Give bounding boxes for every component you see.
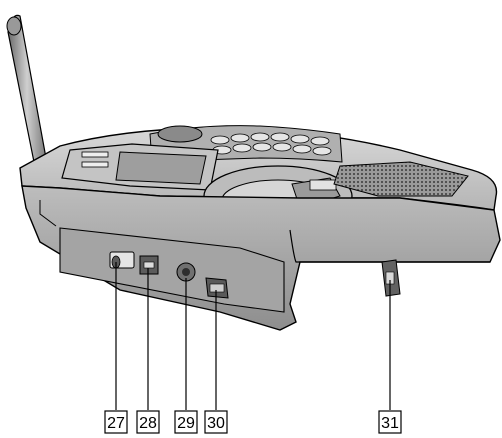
callout-label-30: 30 bbox=[207, 415, 225, 432]
dial-keys bbox=[210, 132, 332, 156]
leader-lines bbox=[115, 262, 391, 410]
callout-label-28: 28 bbox=[139, 415, 157, 432]
callout-label-31: 31 bbox=[381, 415, 399, 432]
callout-30: 30 bbox=[204, 410, 228, 434]
dc-in-jack bbox=[109, 251, 135, 269]
antenna bbox=[6, 14, 47, 163]
callout-label-27: 27 bbox=[107, 415, 125, 432]
callout-label-29: 29 bbox=[177, 415, 195, 432]
telephone-line-jack bbox=[205, 277, 229, 299]
base-rear-panel bbox=[21, 185, 501, 331]
selector-switch bbox=[139, 255, 159, 275]
navigation-key-icon bbox=[157, 125, 203, 143]
callout-27: 27 bbox=[104, 410, 128, 434]
side-switch bbox=[381, 259, 401, 297]
callout-28: 28 bbox=[136, 410, 160, 434]
display-window bbox=[61, 143, 219, 191]
speaker-grille bbox=[333, 161, 469, 197]
round-jack bbox=[176, 262, 196, 282]
callout-29: 29 bbox=[174, 410, 198, 434]
callout-31: 31 bbox=[378, 410, 402, 434]
